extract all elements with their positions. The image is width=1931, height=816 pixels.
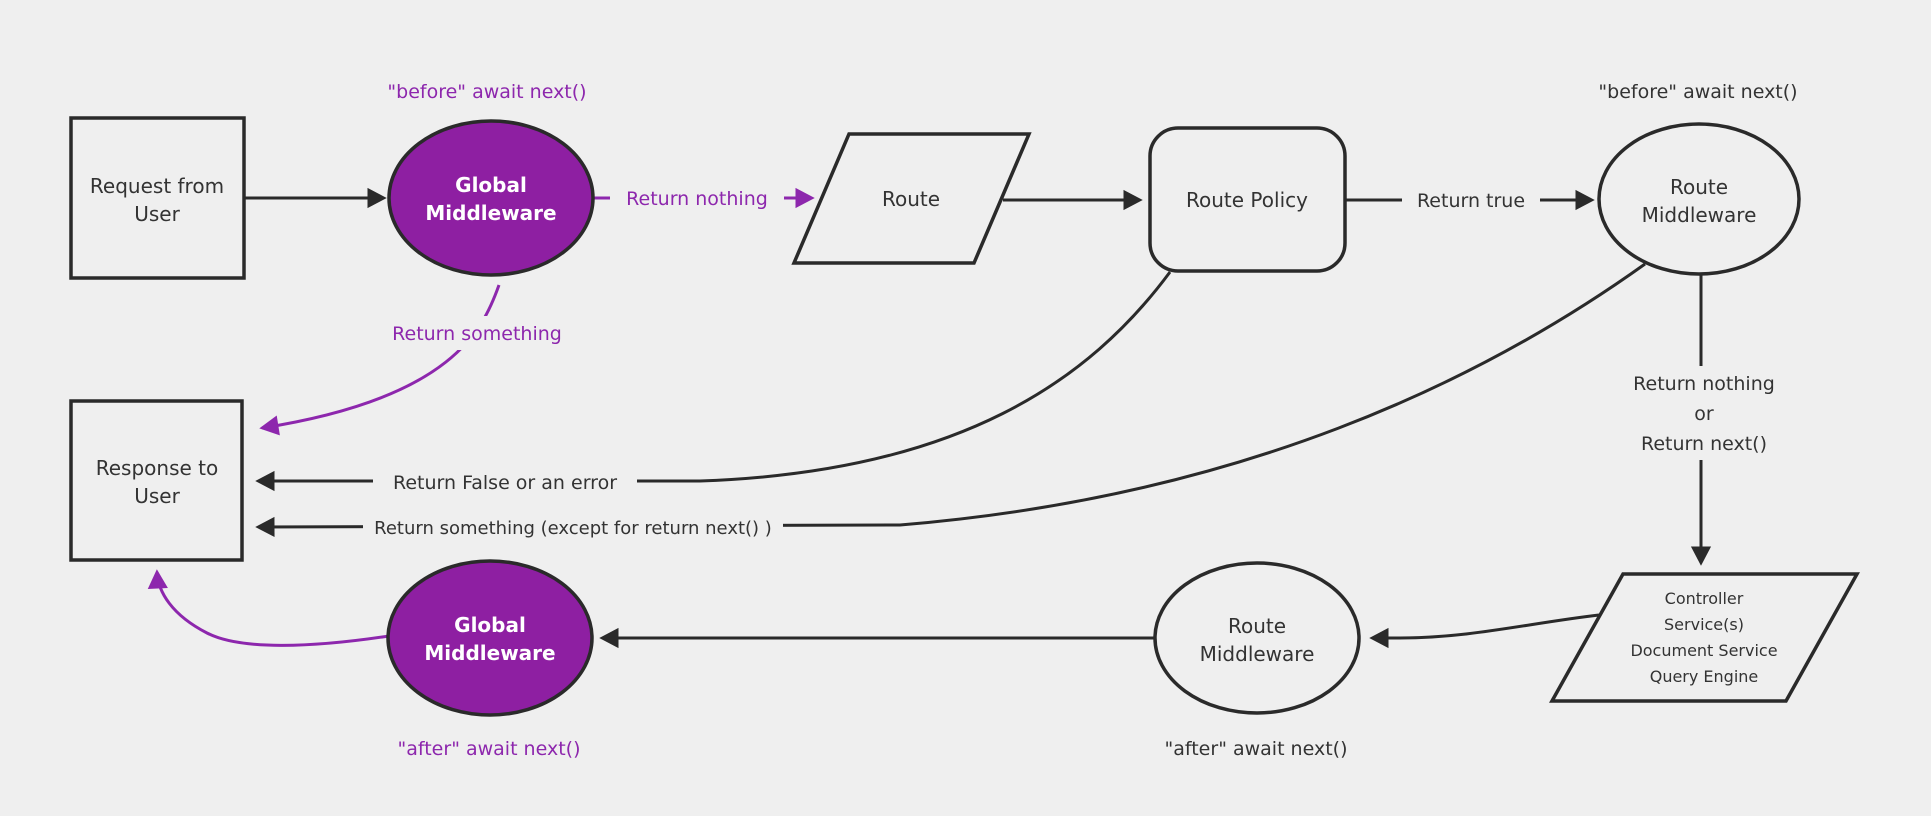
label-bg-return-nothing xyxy=(610,181,784,215)
controller-label-3: Document Service xyxy=(1630,641,1777,660)
label-return-something: Return something xyxy=(392,323,562,345)
node-global-middleware-bottom xyxy=(386,559,594,717)
label-return-nothing: Return nothing xyxy=(626,188,768,210)
label-after-await-next-route: "after" await next() xyxy=(1165,738,1348,760)
controller-label-4: Query Engine xyxy=(1650,667,1759,686)
route-middleware-bottom-label-1: Route xyxy=(1228,614,1286,638)
node-route-policy xyxy=(1148,126,1347,273)
route-middleware-top-label-1: Route xyxy=(1670,175,1728,199)
edge-route-policy-to-response xyxy=(255,271,1172,492)
route-middleware-bottom-label-2: Middleware xyxy=(1200,642,1315,666)
response-to-user-label-1: Response to xyxy=(96,456,219,480)
node-response-to-user xyxy=(69,399,244,562)
global-middleware-top-label-2: Middleware xyxy=(425,201,556,225)
label-return-nothing-or-2: or xyxy=(1694,403,1714,425)
label-bg-return-something xyxy=(378,316,576,350)
controller-label-2: Service(s) xyxy=(1664,615,1744,634)
label-before-await-next-global: "before" await next() xyxy=(387,81,586,103)
global-middleware-bottom-label-1: Global xyxy=(454,613,526,637)
edge-global-middleware-bottom-to-response xyxy=(147,569,390,647)
label-return-nothing-or-3: Return next() xyxy=(1641,433,1767,455)
global-middleware-top-label-1: Global xyxy=(455,173,527,197)
label-bg-return-something-except xyxy=(363,511,783,545)
label-after-await-next-global: "after" await next() xyxy=(398,738,581,760)
edge-global-middleware-to-response xyxy=(259,284,501,436)
label-bg-return-nothing-or xyxy=(1616,366,1792,460)
request-from-user-label-2: User xyxy=(134,202,180,226)
controller-label-1: Controller xyxy=(1665,589,1744,608)
label-return-something-except: Return something (except for return next… xyxy=(374,518,772,539)
label-return-false-or-error: Return False or an error xyxy=(393,472,617,494)
label-return-nothing-or-1: Return nothing xyxy=(1633,373,1775,395)
route-middleware-top-label-2: Middleware xyxy=(1642,203,1757,227)
label-return-true: Return true xyxy=(1417,190,1525,212)
route-label: Route xyxy=(882,187,940,211)
node-request-from-user xyxy=(69,116,246,280)
node-global-middleware-top xyxy=(387,119,595,277)
label-bg-return-false xyxy=(373,465,637,499)
node-route-middleware-bottom xyxy=(1153,561,1361,715)
request-from-user-label-1: Request from xyxy=(90,174,224,198)
label-bg-return-true xyxy=(1402,183,1540,217)
node-controller-services xyxy=(1549,572,1860,703)
node-route-middleware-top xyxy=(1597,122,1801,276)
global-middleware-bottom-label-2: Middleware xyxy=(424,641,555,665)
response-to-user-label-2: User xyxy=(134,484,180,508)
edge-controller-to-route-middleware-bottom xyxy=(1369,613,1600,649)
label-before-await-next-route: "before" await next() xyxy=(1598,81,1797,103)
route-policy-label: Route Policy xyxy=(1186,188,1308,212)
edge-route-middleware-to-response xyxy=(255,262,1646,538)
node-route xyxy=(791,132,1032,265)
